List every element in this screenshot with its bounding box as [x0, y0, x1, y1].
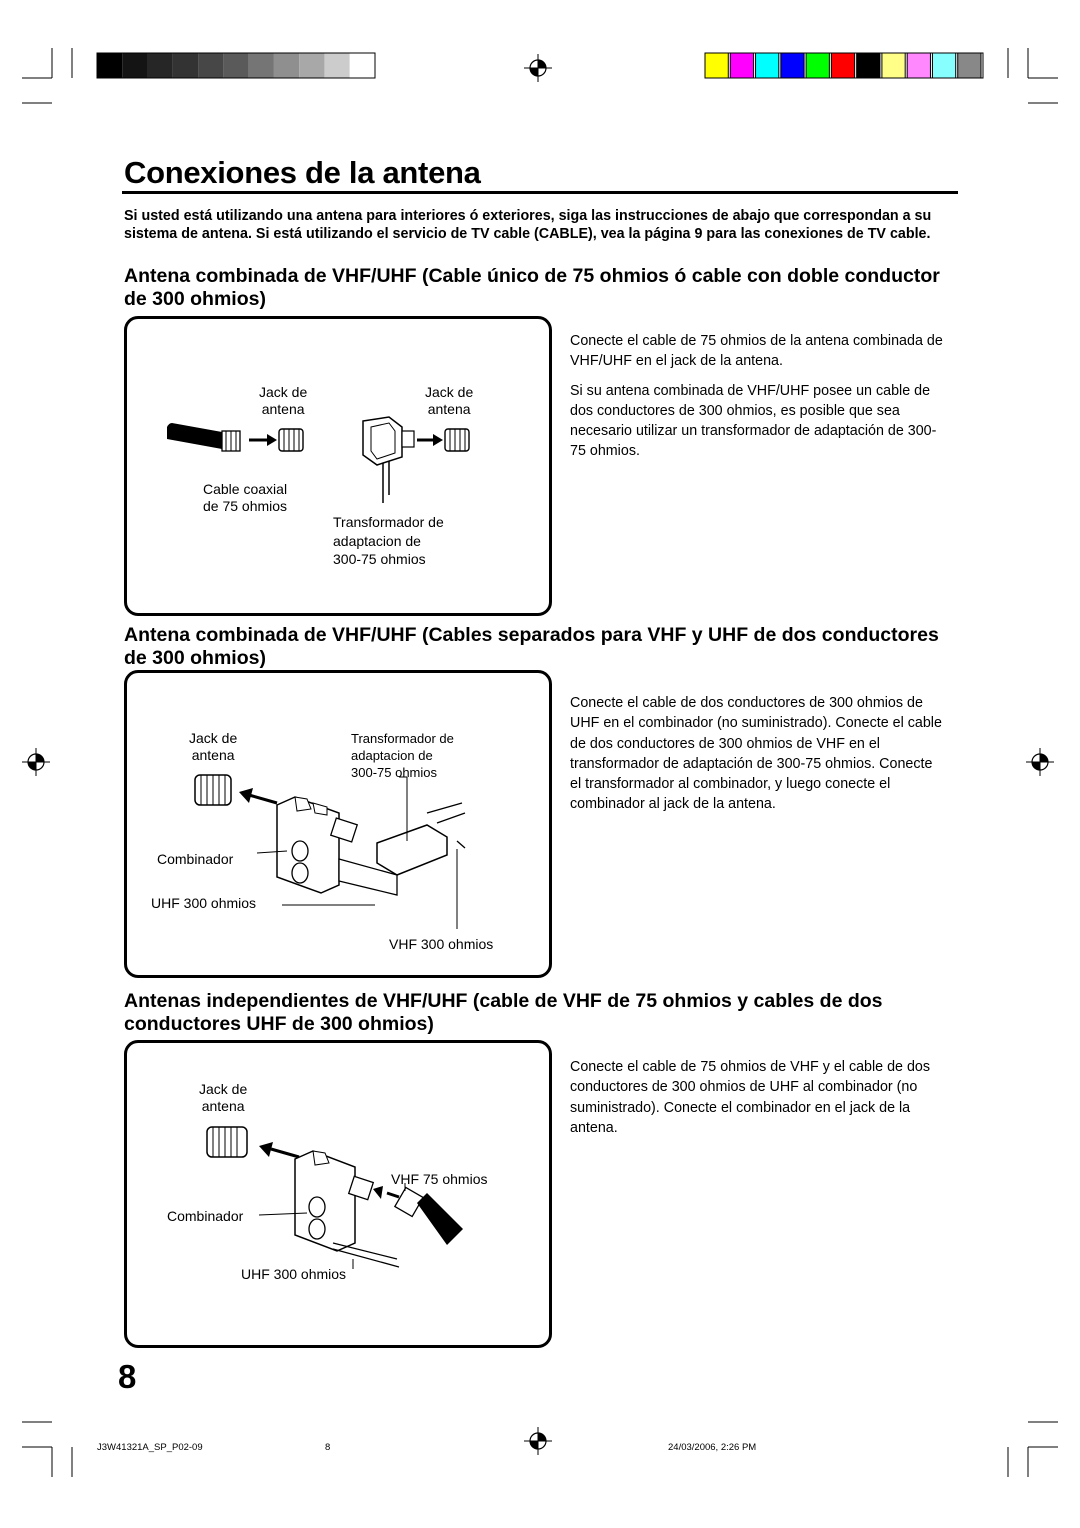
vhf-label: VHF 75 ohmios [391, 1171, 488, 1187]
print-swatch [198, 53, 224, 78]
print-swatch [780, 52, 805, 79]
print-swatch [248, 53, 274, 78]
registration-target [22, 748, 50, 776]
print-swatch [273, 53, 300, 78]
combiner-transformer-illustration [194, 774, 466, 929]
print-swatch [729, 52, 755, 79]
page-title: Conexiones de la antena [124, 155, 481, 190]
section-3-description: Conecte el cable de 75 ohmios de VHF y e… [570, 1057, 945, 1147]
jack-label: Jack de antena [199, 1081, 248, 1114]
print-swatch [931, 52, 957, 79]
combiner-label: Combinador [157, 851, 234, 867]
footer-page: 8 [325, 1442, 331, 1453]
print-swatch [704, 52, 729, 79]
section-2-description: Conecte el cable de dos conductores de 3… [570, 693, 945, 824]
coax-and-transformer-illustration [167, 416, 470, 503]
section-1-diagram: Jack de antena Jack de antena Cable coax… [124, 316, 552, 616]
combiner-label: Combinador [167, 1208, 244, 1224]
registration-target [524, 1427, 552, 1455]
intro-text: Si usted está utilizando una antena para… [124, 208, 932, 242]
section-2-paragraph: Conecte el cable de dos conductores de 3… [570, 695, 942, 813]
footer-date: 24/03/2006, 2:26 PM [668, 1442, 757, 1453]
print-swatch [805, 52, 830, 79]
section-3-heading: Antenas independientes de VHF/UHF (cable… [124, 990, 883, 1035]
print-swatch [881, 52, 906, 79]
jack-label-left: Jack de antena [259, 384, 308, 417]
print-swatch [299, 53, 325, 78]
print-swatch [172, 53, 199, 78]
registration-target [1026, 748, 1054, 776]
print-swatch [349, 53, 375, 78]
uhf-label: UHF 300 ohmios [151, 895, 257, 911]
transformer-label: Transformador de adaptacion de 300-75 oh… [333, 514, 444, 567]
section-1-paragraph: Si su antena combinada de VHF/UHF posee … [570, 382, 937, 460]
registration-target [524, 54, 552, 82]
print-swatch [906, 52, 931, 79]
section-3-diagram: Jack de antena VHF 75 ohmios Combinador … [124, 1040, 552, 1348]
print-swatch [324, 53, 350, 78]
print-swatch [223, 53, 249, 78]
print-swatch [122, 53, 148, 78]
section-2-heading: Antena combinada de VHF/UHF (Cables sepa… [124, 624, 939, 669]
page-number: 8 [118, 1358, 137, 1395]
section-1-description: Conecte el cable de 75 ohmios de la ante… [570, 331, 945, 471]
print-swatch [755, 52, 780, 79]
print-swatch [856, 52, 881, 79]
print-swatch [957, 52, 982, 79]
title-rule [122, 191, 958, 194]
combiner-coax-illustration [206, 1126, 463, 1269]
section-1-heading: Antena combinada de VHF/UHF (Cable único… [124, 265, 940, 310]
print-swatch [147, 53, 173, 78]
print-swatch [97, 53, 123, 78]
section-2-diagram: Jack de antena Transformador de adaptaci… [124, 670, 552, 978]
uhf-label: UHF 300 ohmios [241, 1266, 347, 1282]
footer-code: J3W41321A_SP_P02-09 [97, 1442, 203, 1453]
print-swatch [830, 52, 856, 79]
section-3-paragraph: Conecte el cable de 75 ohmios de VHF y e… [570, 1059, 931, 1136]
jack-label: Jack de antena [189, 730, 238, 763]
section-1-paragraph: Conecte el cable de 75 ohmios de la ante… [570, 333, 943, 370]
coax-label: Cable coaxial de 75 ohmios [203, 481, 288, 514]
jack-label-right: Jack de antena [425, 384, 474, 417]
vhf-label: VHF 300 ohmios [389, 936, 494, 952]
transformer-label: Transformador de adaptacion de 300-75 oh… [351, 731, 454, 780]
